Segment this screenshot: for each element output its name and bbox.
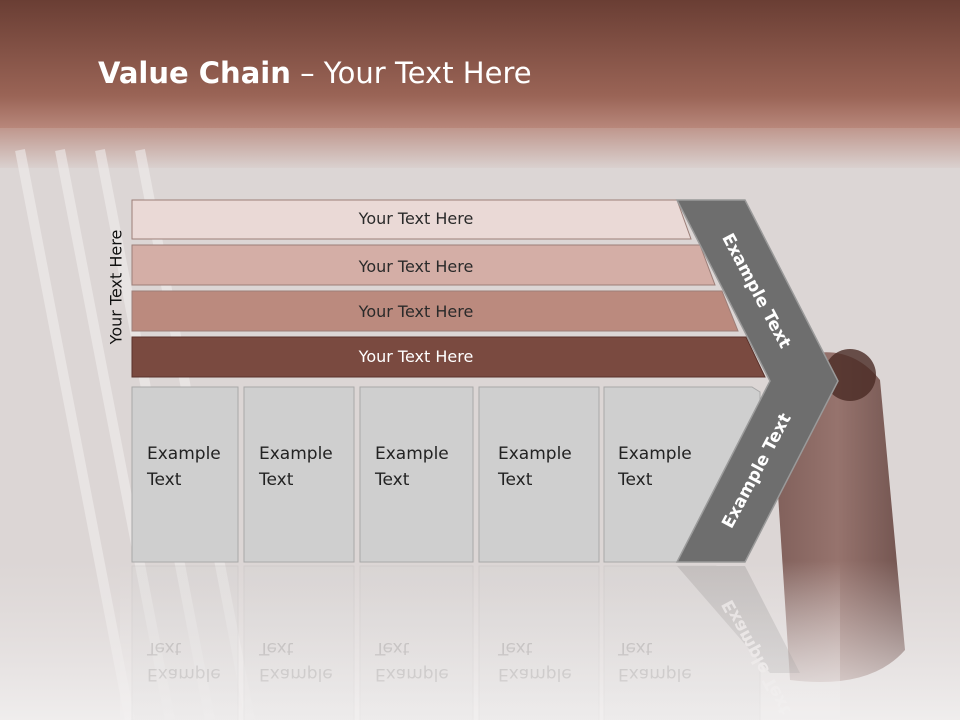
box-1-line1: Example (147, 444, 221, 464)
bar-1[interactable] (131, 199, 692, 240)
bar-2[interactable] (131, 244, 716, 286)
box-3-line1: Example (375, 444, 449, 464)
box-4-line1: Example (498, 444, 572, 464)
box-2-line1: Example (259, 444, 333, 464)
bar-3-label: Your Text Here (358, 302, 474, 321)
box-3-rect (359, 386, 474, 563)
box-1-line2: Text (146, 470, 182, 490)
bar-3[interactable] (131, 290, 739, 332)
page-title: Value Chain – Your Text Here (98, 56, 532, 90)
bar-4-label: Your Text Here (358, 347, 474, 366)
box-2-rect (243, 386, 355, 563)
bar-4[interactable] (131, 336, 766, 378)
box-1-rect (131, 386, 239, 563)
box-5-line2: Text (617, 470, 653, 490)
box-4-rect (478, 386, 600, 563)
box-5-line1: Example (618, 444, 692, 464)
box-3-line2: Text (374, 470, 410, 490)
box-2-line2: Text (258, 470, 294, 490)
bar-1-label: Your Text Here (358, 209, 474, 228)
bar-2-label: Your Text Here (358, 257, 474, 276)
box-4-line2: Text (497, 470, 533, 490)
